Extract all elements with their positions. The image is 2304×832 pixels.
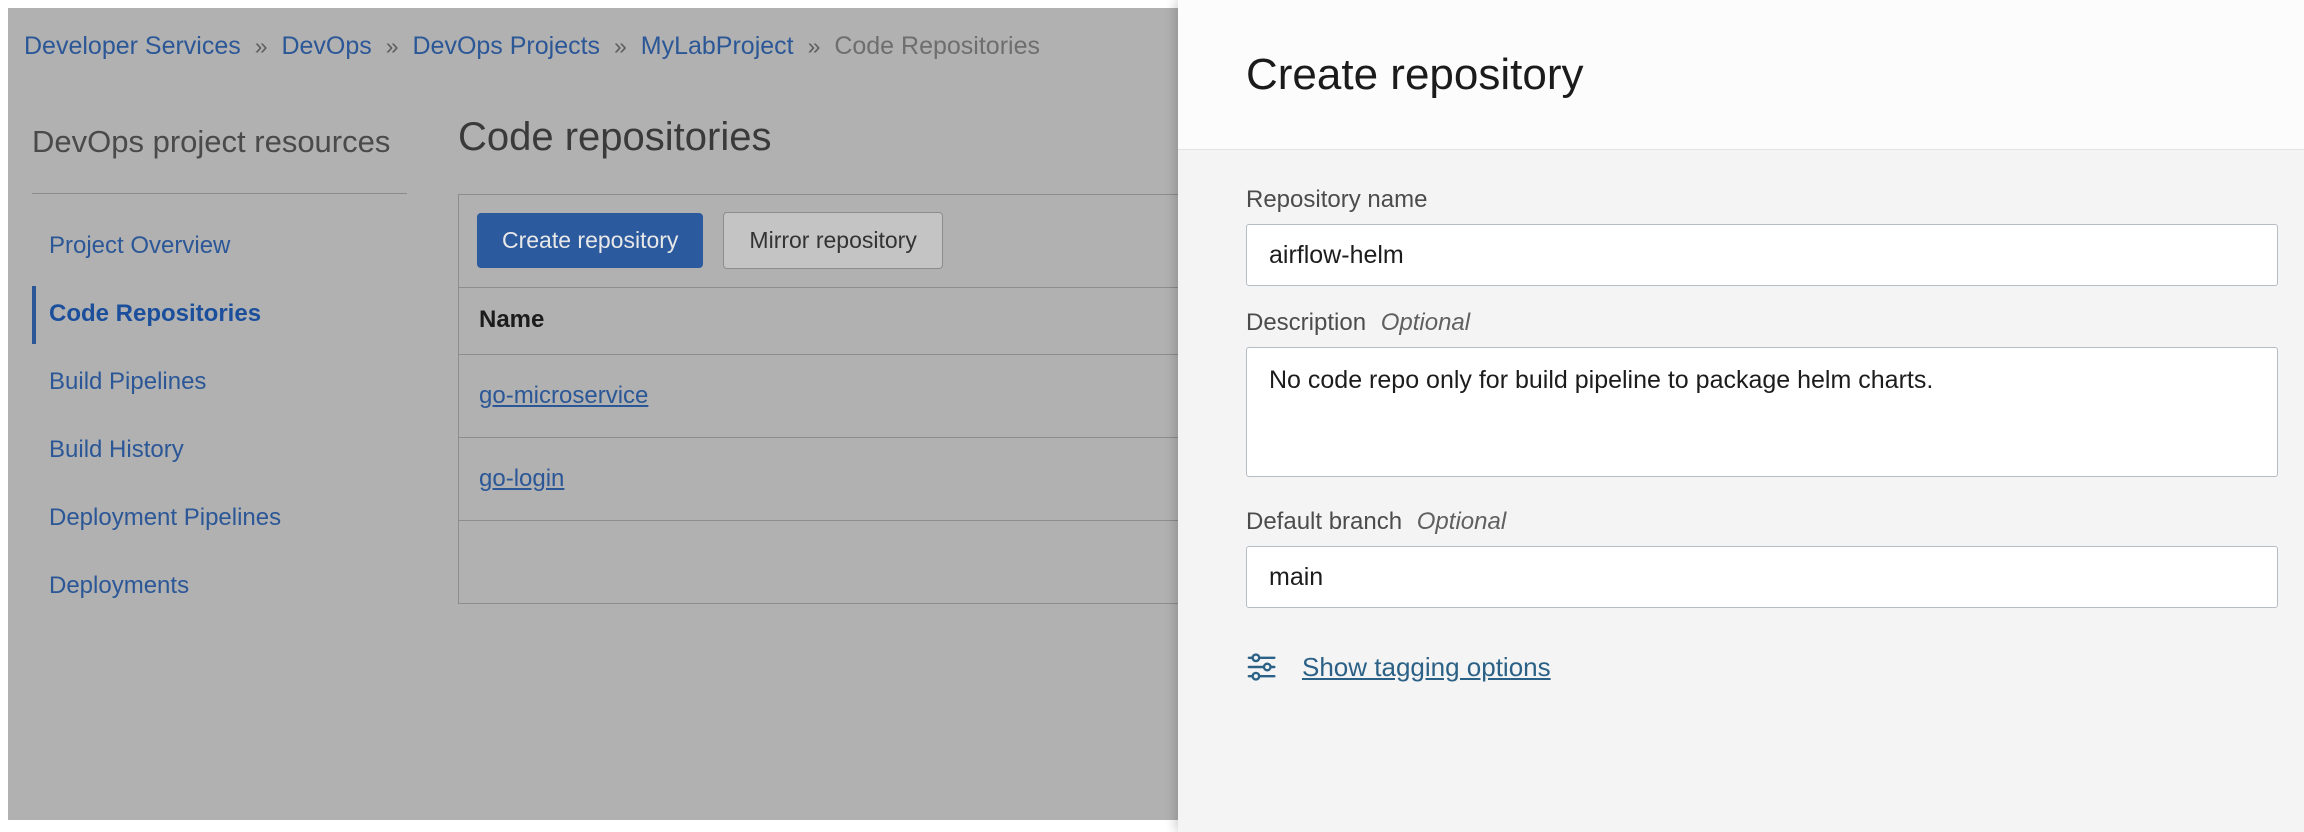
page-title: Code repositories: [458, 115, 772, 159]
breadcrumb-item-devops[interactable]: DevOps: [281, 32, 372, 60]
create-repository-button[interactable]: Create repository: [477, 213, 704, 268]
repositories-table: Name go-microservice go-login: [459, 288, 1178, 603]
main-content: Code repositories Create repository Mirr…: [458, 112, 1178, 604]
default-branch-input[interactable]: main: [1246, 546, 2278, 608]
show-tagging-options-link[interactable]: Show tagging options: [1302, 651, 1551, 682]
card-toolbar: Create repository Mirror repository: [459, 195, 1178, 288]
table-header-row: Name: [459, 288, 1178, 355]
panel-title: Create repository: [1246, 49, 1584, 99]
table-cell-name: [459, 521, 1178, 604]
repository-name-input[interactable]: airflow-helm: [1246, 224, 2278, 286]
sidebar-item-project-overview[interactable]: Project Overview: [24, 232, 414, 260]
repositories-card: Create repository Mirror repository Name…: [458, 194, 1178, 604]
optional-tag: Optional: [1416, 508, 1507, 535]
default-branch-field: Default branch Optional main: [1246, 507, 2278, 608]
sidebar-item-label: Build Pipelines: [49, 368, 207, 395]
console-background: Developer Services » DevOps » DevOps Pro…: [8, 8, 1178, 820]
column-header-name[interactable]: Name: [459, 288, 1178, 355]
label-text: Description: [1246, 309, 1367, 336]
sliders-icon: [1247, 653, 1276, 681]
sidebar-item-label: Deployment Pipelines: [49, 504, 282, 531]
default-branch-label: Default branch Optional: [1246, 507, 2278, 537]
breadcrumb: Developer Services » DevOps » DevOps Pro…: [24, 31, 1040, 61]
sidebar-item-label: Code Repositories: [49, 300, 262, 327]
breadcrumb-separator: »: [385, 33, 399, 59]
repository-name-field: Repository name airflow-helm: [1246, 185, 2278, 286]
optional-tag: Optional: [1380, 309, 1471, 336]
sidebar-item-build-pipelines[interactable]: Build Pipelines: [24, 368, 414, 396]
table-row[interactable]: go-login: [459, 437, 1178, 521]
repository-name-value: airflow-helm: [1269, 240, 1404, 269]
breadcrumb-item-devops-projects[interactable]: DevOps Projects: [412, 32, 601, 60]
repository-name-label: Repository name: [1246, 185, 2278, 215]
table-cell-name: go-login: [459, 437, 1178, 521]
panel-body: Repository name airflow-helm Description…: [1178, 150, 2304, 684]
field-spacer: [1246, 286, 2278, 308]
sidebar-title: DevOps project resources: [32, 124, 391, 159]
sidebar-divider: [32, 193, 407, 194]
sidebar: DevOps project resources Project Overvie…: [24, 123, 414, 640]
sidebar-item-code-repositories[interactable]: Code Repositories: [24, 286, 414, 344]
table-cell-name: go-microservice: [459, 354, 1178, 438]
repository-link-go-login[interactable]: go-login: [479, 465, 565, 492]
field-spacer: [1246, 477, 2278, 507]
breadcrumb-separator: »: [614, 33, 627, 59]
label-text: Repository name: [1246, 186, 1428, 213]
breadcrumb-separator: »: [807, 33, 821, 59]
description-textarea[interactable]: No code repo only for build pipeline to …: [1246, 347, 2278, 477]
breadcrumb-separator: »: [254, 33, 268, 59]
create-repository-panel: Create repository Repository name airflo…: [1178, 0, 2304, 832]
default-branch-value: main: [1269, 562, 1324, 591]
breadcrumb-item-mylabproject[interactable]: MyLabProject: [640, 32, 794, 60]
mirror-repository-button[interactable]: Mirror repository: [723, 212, 943, 269]
panel-header: Create repository: [1178, 0, 2304, 150]
breadcrumb-item-developer-services[interactable]: Developer Services: [24, 32, 241, 60]
table-row[interactable]: go-microservice: [459, 354, 1178, 438]
sidebar-item-deployments[interactable]: Deployments: [24, 572, 414, 600]
repository-link-go-microservice[interactable]: go-microservice: [479, 382, 649, 409]
description-field: Description Optional No code repo only f…: [1246, 308, 2278, 477]
breadcrumb-item-code-repositories: Code Repositories: [834, 32, 1040, 60]
sidebar-item-label: Project Overview: [49, 232, 231, 259]
sidebar-item-label: Deployments: [49, 572, 190, 599]
sidebar-item-build-history[interactable]: Build History: [24, 436, 414, 464]
description-value: No code repo only for build pipeline to …: [1269, 366, 1934, 394]
tagging-options-row[interactable]: Show tagging options: [1246, 650, 2278, 684]
description-label: Description Optional: [1246, 308, 2278, 338]
sidebar-item-deployment-pipelines[interactable]: Deployment Pipelines: [24, 504, 414, 532]
sidebar-item-label: Build History: [49, 436, 184, 463]
table-row: [459, 521, 1178, 604]
label-text: Default branch: [1246, 508, 1403, 535]
